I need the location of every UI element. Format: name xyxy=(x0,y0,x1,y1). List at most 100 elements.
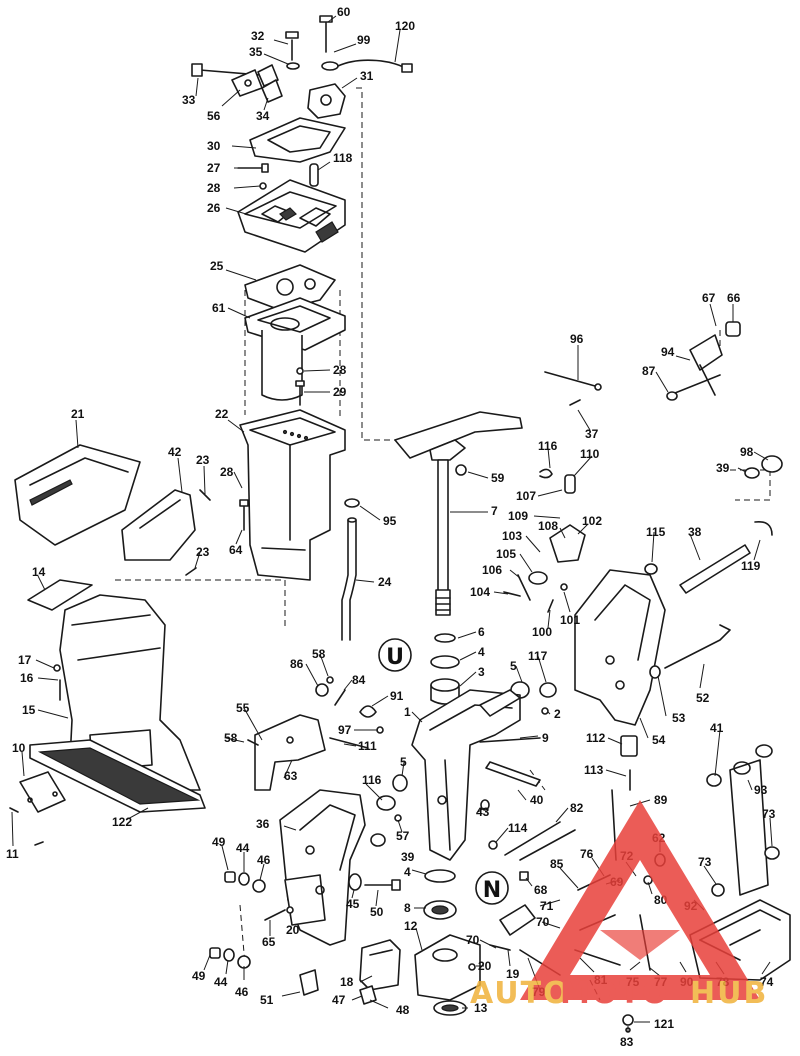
callout-113: 113 xyxy=(584,763,604,777)
callout-11: 11 xyxy=(6,847,19,861)
callout-28-top: 28 xyxy=(207,181,221,195)
callout-8: 8 xyxy=(404,901,411,915)
lower-cover-21 xyxy=(14,444,141,546)
bolt-29 xyxy=(295,367,305,406)
callout-43: 43 xyxy=(476,805,490,819)
midsection-15 xyxy=(9,579,206,846)
callout-39-lower: 39 xyxy=(401,850,415,864)
exhaust-tube-22 xyxy=(239,409,346,581)
callout-45: 45 xyxy=(346,897,360,911)
callout-12: 12 xyxy=(404,919,418,933)
callout-18: 18 xyxy=(340,975,354,989)
callout-1: 1 xyxy=(404,705,411,719)
callout-20-lower: 20 xyxy=(478,959,492,973)
callout-76: 76 xyxy=(580,847,594,861)
swivel-bracket-1 xyxy=(411,689,549,861)
callout-120: 120 xyxy=(395,19,415,33)
callout-108: 108 xyxy=(538,519,558,533)
callout-68: 68 xyxy=(534,883,548,897)
callout-24: 24 xyxy=(378,575,392,589)
callout-5-upper: 5 xyxy=(510,659,517,673)
bracket-55 xyxy=(247,714,326,791)
exhaust-housing-26 xyxy=(237,179,346,253)
callout-44-upper: 44 xyxy=(236,841,250,855)
callout-23-upper: 23 xyxy=(196,453,210,467)
callout-17: 17 xyxy=(18,653,32,667)
water-tube-24 xyxy=(341,498,360,641)
u-mark-badge: U xyxy=(378,638,412,672)
callout-33: 33 xyxy=(182,93,196,107)
callout-25: 25 xyxy=(210,259,224,273)
callout-4-lower: 4 xyxy=(404,865,411,879)
callout-26: 26 xyxy=(207,201,221,215)
callout-22: 22 xyxy=(215,407,229,421)
callout-112: 112 xyxy=(586,731,606,745)
bolts-45-50 xyxy=(264,833,401,921)
clamp-12 xyxy=(414,869,481,1016)
gasket-25 xyxy=(244,264,336,311)
callout-leaders xyxy=(11,15,773,1032)
callout-49-upper: 49 xyxy=(212,835,226,849)
callout-89: 89 xyxy=(654,793,668,807)
callout-105: 105 xyxy=(496,547,516,561)
callout-27: 27 xyxy=(207,161,221,175)
svg-text:U: U xyxy=(386,645,404,670)
tilt-lock-mechanism xyxy=(503,468,586,613)
callout-28-mid: 28 xyxy=(333,363,347,377)
callout-2: 2 xyxy=(554,707,561,721)
watermark-text-moto: MOTO xyxy=(560,976,669,1011)
callout-56: 56 xyxy=(207,109,221,123)
stern-bracket-54 xyxy=(574,569,666,726)
side-cover-42 xyxy=(121,489,211,576)
callout-102: 102 xyxy=(582,514,602,528)
callout-64: 64 xyxy=(229,543,243,557)
callout-67: 67 xyxy=(702,291,716,305)
callout-32: 32 xyxy=(251,29,265,43)
linkage-rod-96 xyxy=(544,371,602,406)
callout-10: 10 xyxy=(12,741,26,755)
callout-66: 66 xyxy=(727,291,741,305)
callout-73-lower: 73 xyxy=(698,855,712,869)
callout-36: 36 xyxy=(256,817,270,831)
callout-35: 35 xyxy=(249,45,263,59)
callout-63: 63 xyxy=(284,769,298,783)
callout-96: 96 xyxy=(570,332,584,346)
callout-87: 87 xyxy=(642,364,656,378)
n-mark-badge: N xyxy=(475,871,509,905)
callout-122: 122 xyxy=(112,815,132,829)
bushings-stack xyxy=(430,633,460,705)
callout-13: 13 xyxy=(474,1001,488,1015)
callout-97: 97 xyxy=(338,723,352,737)
callout-121: 121 xyxy=(654,1017,674,1031)
callout-91: 91 xyxy=(390,689,404,703)
callout-86: 86 xyxy=(290,657,304,671)
callout-93: 93 xyxy=(754,783,768,797)
adapter-plate-61 xyxy=(244,297,346,401)
callout-65: 65 xyxy=(262,935,276,949)
callout-55: 55 xyxy=(236,701,250,715)
tilt-tube-38 xyxy=(644,455,783,594)
callout-95: 95 xyxy=(383,514,397,528)
callout-19: 19 xyxy=(506,967,520,981)
callout-28-left: 28 xyxy=(220,465,234,479)
callout-115: 115 xyxy=(646,525,666,539)
clamp-block-18 xyxy=(299,939,401,1005)
callout-116-lower: 116 xyxy=(362,773,382,787)
callout-118: 118 xyxy=(333,151,353,165)
callout-84: 84 xyxy=(352,673,366,687)
callout-70-lower: 70 xyxy=(466,933,480,947)
callout-30: 30 xyxy=(207,139,221,153)
callout-3: 3 xyxy=(478,665,485,679)
callout-74: 74 xyxy=(760,975,774,989)
callout-103: 103 xyxy=(502,529,522,543)
callout-58-upper: 58 xyxy=(312,647,326,661)
watermark-text-auto: AUTO xyxy=(470,976,571,1011)
gasket-30 xyxy=(249,117,346,163)
callout-111: 111 xyxy=(358,739,377,753)
stern-bracket-36 xyxy=(279,789,366,946)
callout-16: 16 xyxy=(20,671,34,685)
callout-15: 15 xyxy=(22,703,36,717)
callout-100: 100 xyxy=(532,625,552,639)
callout-110: 110 xyxy=(580,447,600,461)
